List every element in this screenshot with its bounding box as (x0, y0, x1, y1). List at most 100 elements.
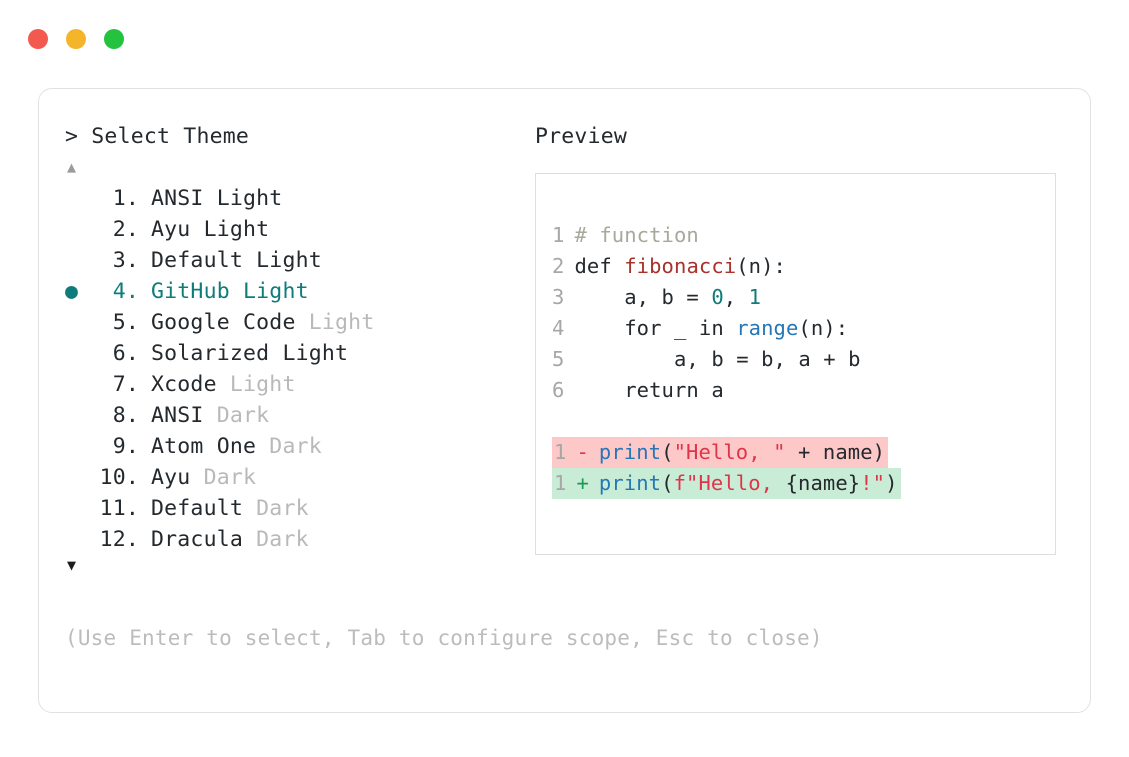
theme-list-item[interactable]: 6. Solarized Light (65, 338, 535, 369)
code-token: (n): (736, 254, 786, 278)
code-token: return a (574, 378, 724, 402)
card-content: > Select Theme ▲ 1. ANSI Light 2.Ayu Ligh… (39, 89, 1090, 712)
theme-list-item[interactable]: 9. Atom One Dark (65, 431, 535, 462)
scroll-down-arrow-icon[interactable]: ▼ (67, 556, 77, 574)
minimize-window-button[interactable] (66, 29, 86, 49)
theme-item-number: 9. (112, 434, 139, 459)
code-source: def fibonacci(n): (564, 251, 786, 282)
code-token: a, b = b, a + b (574, 347, 861, 371)
theme-item-name: Solarized Light (151, 341, 349, 366)
theme-list-item[interactable]: 2.Ayu Light (65, 214, 535, 245)
code-token: ( (661, 471, 674, 495)
theme-list-item[interactable]: 11.Default Dark (65, 493, 535, 524)
code-token: {name} (785, 471, 861, 495)
code-token: ( (661, 440, 674, 464)
theme-list-item[interactable]: ● 4. GitHub Light (65, 276, 535, 307)
theme-item-number: 6. (112, 341, 139, 366)
code-line: 4 for _ in range(n): (536, 313, 1055, 344)
selected-bullet-icon: ● (65, 279, 79, 304)
scroll-up-arrow-icon[interactable]: ▲ (67, 158, 77, 176)
code-token: 0 (711, 285, 724, 309)
diff-highlight: 1+print(f"Hello, {name}!") (552, 468, 901, 499)
bullet-placeholder (65, 493, 91, 524)
code-spacer (536, 406, 1055, 437)
code-token: "Hello, " (673, 440, 786, 464)
theme-item-name: ANSI Dark (151, 403, 270, 428)
theme-list-item[interactable]: 8. ANSI Dark (65, 400, 535, 431)
line-number: 1 (554, 471, 567, 495)
theme-list-item[interactable]: 3. Default Light (65, 245, 535, 276)
theme-item-name: ANSI Light (151, 186, 283, 211)
theme-list-item[interactable]: 1. ANSI Light (65, 183, 535, 214)
code-line: 5 a, b = b, a + b (536, 344, 1055, 375)
theme-item-number: 7. (112, 372, 139, 397)
theme-item-name: Dracula Dark (151, 527, 309, 552)
code-token: , (723, 285, 749, 309)
code-source: return a (564, 375, 723, 406)
line-number: 6 (552, 378, 565, 402)
diff-marker: + (576, 471, 589, 495)
theme-item-number: 12. (99, 527, 139, 552)
line-number: 3 (552, 285, 565, 309)
theme-item-name: Atom One Dark (151, 434, 322, 459)
theme-item-number: 3. (112, 248, 139, 273)
code-token: def (574, 254, 625, 278)
line-number: 4 (552, 316, 565, 340)
bullet-placeholder (65, 369, 91, 400)
line-number: 5 (552, 347, 565, 371)
code-source: # function (564, 220, 698, 251)
code-token: range (736, 316, 799, 340)
page-title: > Select Theme (65, 124, 250, 149)
preview-label: Preview (535, 124, 628, 149)
theme-item-variant: Dark (190, 465, 257, 490)
diff-highlight: 1-print("Hello, " + name) (552, 437, 889, 468)
theme-item-number: 10. (99, 465, 139, 490)
two-column-layout: > Select Theme ▲ 1. ANSI Light 2.Ayu Ligh… (65, 123, 1060, 575)
bullet-placeholder (65, 214, 91, 245)
window-controls (28, 29, 124, 49)
theme-selector-card: > Select Theme ▲ 1. ANSI Light 2.Ayu Ligh… (38, 88, 1091, 713)
theme-item-name: GitHub Light (151, 279, 309, 304)
theme-item-number: 11. (99, 496, 139, 521)
theme-item-variant: Dark (256, 434, 322, 459)
theme-item-number: 4. (112, 279, 139, 304)
maximize-window-button[interactable] (104, 29, 124, 49)
theme-list-item[interactable]: 7. Xcode Light (65, 369, 535, 400)
code-token: for _ in (574, 316, 737, 340)
theme-item-number: 2. (112, 217, 139, 242)
diff-line-add: 1+print(f"Hello, {name}!") (536, 468, 1055, 499)
theme-item-name: Xcode Light (151, 372, 296, 397)
code-token: print (598, 471, 662, 495)
code-source: print("Hello, " + name) (589, 437, 888, 468)
theme-list-column: > Select Theme ▲ 1. ANSI Light 2.Ayu Ligh… (65, 123, 535, 575)
code-source: a, b = 0, 1 (564, 282, 761, 313)
bullet-placeholder (65, 400, 91, 431)
theme-item-name: Google Code Light (151, 310, 375, 335)
code-token: 1 (748, 285, 762, 309)
code-source: for _ in range(n): (564, 313, 848, 344)
diff-line-del: 1-print("Hello, " + name) (536, 437, 1055, 468)
code-line: 1# function (536, 220, 1055, 251)
close-window-button[interactable] (28, 29, 48, 49)
code-token: print (598, 440, 662, 464)
code-line: 3 a, b = 0, 1 (536, 282, 1055, 313)
code-line: 6 return a (536, 375, 1055, 406)
theme-item-number: 1. (112, 186, 139, 211)
diff-preview: 1-print("Hello, " + name)1+print(f"Hello… (536, 437, 1055, 499)
code-token: # function (574, 223, 699, 247)
theme-item-name: Default Light (151, 248, 322, 273)
code-token: + name) (785, 440, 886, 464)
code-token: !" (860, 471, 886, 495)
diff-marker: - (576, 440, 589, 464)
theme-list-item[interactable]: 5.Google Code Light (65, 307, 535, 338)
theme-list-item[interactable]: 12. Dracula Dark (65, 524, 535, 555)
theme-list-item[interactable]: 10.Ayu Dark (65, 462, 535, 493)
theme-item-number: 8. (112, 403, 139, 428)
bullet-placeholder (65, 307, 91, 338)
theme-list: 1. ANSI Light 2.Ayu Light 3. Default Light… (65, 183, 535, 555)
code-token: a, b = (574, 285, 712, 309)
